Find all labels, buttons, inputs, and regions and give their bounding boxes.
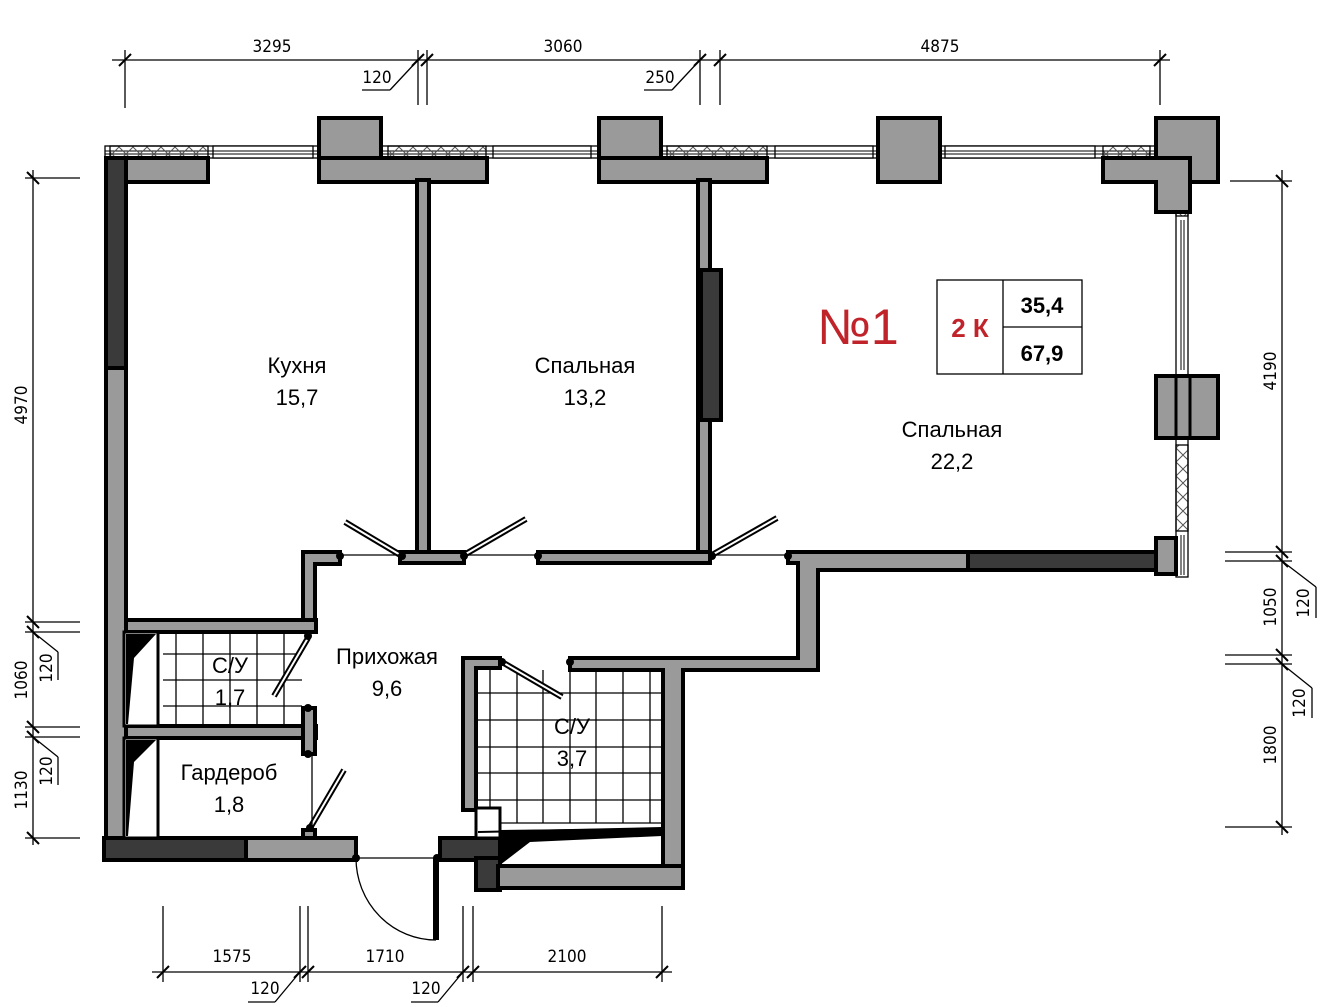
tile-big-bath: [478, 670, 662, 824]
dim-bottom-4: 120: [411, 979, 440, 999]
dim-right-3: 120: [1294, 588, 1314, 617]
door-big-bath[interactable]: [500, 659, 564, 700]
column: [876, 116, 942, 184]
window: [492, 145, 592, 159]
dim-bottom-5: 2100: [548, 947, 587, 967]
dim-left-1: 4970: [12, 386, 32, 425]
column: [1154, 374, 1220, 440]
window: [212, 145, 314, 159]
dim-top-4: 250: [645, 68, 674, 88]
room-name: Спальная: [902, 417, 1003, 442]
door-wardrobe[interactable]: [307, 754, 347, 830]
dim-left-3: 120: [37, 653, 57, 682]
door-bedroom-1[interactable]: [462, 516, 538, 558]
room-name: С/У: [554, 714, 591, 739]
dim-right-4: 1800: [1261, 726, 1281, 765]
living-area: 35,4: [1021, 293, 1065, 318]
room-name: Гардероб: [181, 760, 278, 785]
room-area: 13,2: [564, 385, 607, 410]
room-area: 15,7: [276, 385, 319, 410]
walls: [102, 156, 1192, 892]
dark-wall-segment: [966, 550, 1176, 572]
room-area: 1,8: [214, 792, 245, 817]
room-name: Кухня: [268, 353, 327, 378]
shafts: [122, 630, 663, 865]
dark-wall-segment: [102, 836, 248, 862]
dark-wall-segment: [699, 268, 723, 422]
top-dimensions: 3295 120 3060 250 4875: [112, 37, 1170, 108]
dim-top-3: 3060: [544, 37, 583, 57]
door-kitchen[interactable]: [340, 519, 404, 559]
dark-wall-segment: [104, 156, 128, 370]
dim-right-5: 120: [1290, 688, 1310, 717]
dim-left-4: 1130: [12, 771, 32, 810]
room-count: 2 К: [951, 313, 989, 343]
room-labels: Кухня 15,7 Спальная 13,2 Спальная 22,2 П…: [181, 353, 1003, 817]
dim-top-1: 3295: [253, 37, 292, 57]
dim-left-2: 1060: [12, 661, 32, 700]
room-area: 22,2: [931, 449, 974, 474]
room-area: 3,7: [557, 746, 588, 771]
room-area: 9,6: [372, 676, 403, 701]
window: [774, 145, 874, 159]
dim-left-5: 120: [37, 756, 57, 785]
dim-top-5: 4875: [921, 37, 960, 57]
left-dimensions: 4970 1060 120 1130 120: [12, 170, 80, 845]
doors: [271, 515, 792, 941]
apartment-tag: №1 2 К 35,4 67,9: [817, 279, 1083, 375]
dim-bottom-1: 1575: [213, 947, 252, 967]
door-small-bath[interactable]: [271, 636, 311, 698]
room-area: 1,7: [215, 685, 246, 710]
door-bedroom-2[interactable]: [710, 515, 788, 558]
dim-right-2: 1050: [1261, 588, 1281, 627]
dim-right-1: 4190: [1261, 352, 1281, 391]
apartment-number: №1: [817, 299, 898, 355]
total-area: 67,9: [1021, 341, 1064, 366]
bottom-dimensions: 1575 120 1710 120 2100: [152, 906, 672, 1003]
room-name: С/У: [212, 653, 249, 678]
room-name: Прихожая: [336, 644, 438, 669]
hatched-panel: [1175, 444, 1189, 532]
dim-top-2: 120: [362, 68, 391, 88]
window: [944, 145, 1096, 159]
door-entrance[interactable]: [355, 857, 439, 941]
room-name: Спальная: [535, 353, 636, 378]
dim-bottom-2: 120: [250, 979, 279, 999]
right-dimensions: 4190 1050 120 1800 120: [1225, 170, 1317, 835]
dim-bottom-3: 1710: [366, 947, 405, 967]
